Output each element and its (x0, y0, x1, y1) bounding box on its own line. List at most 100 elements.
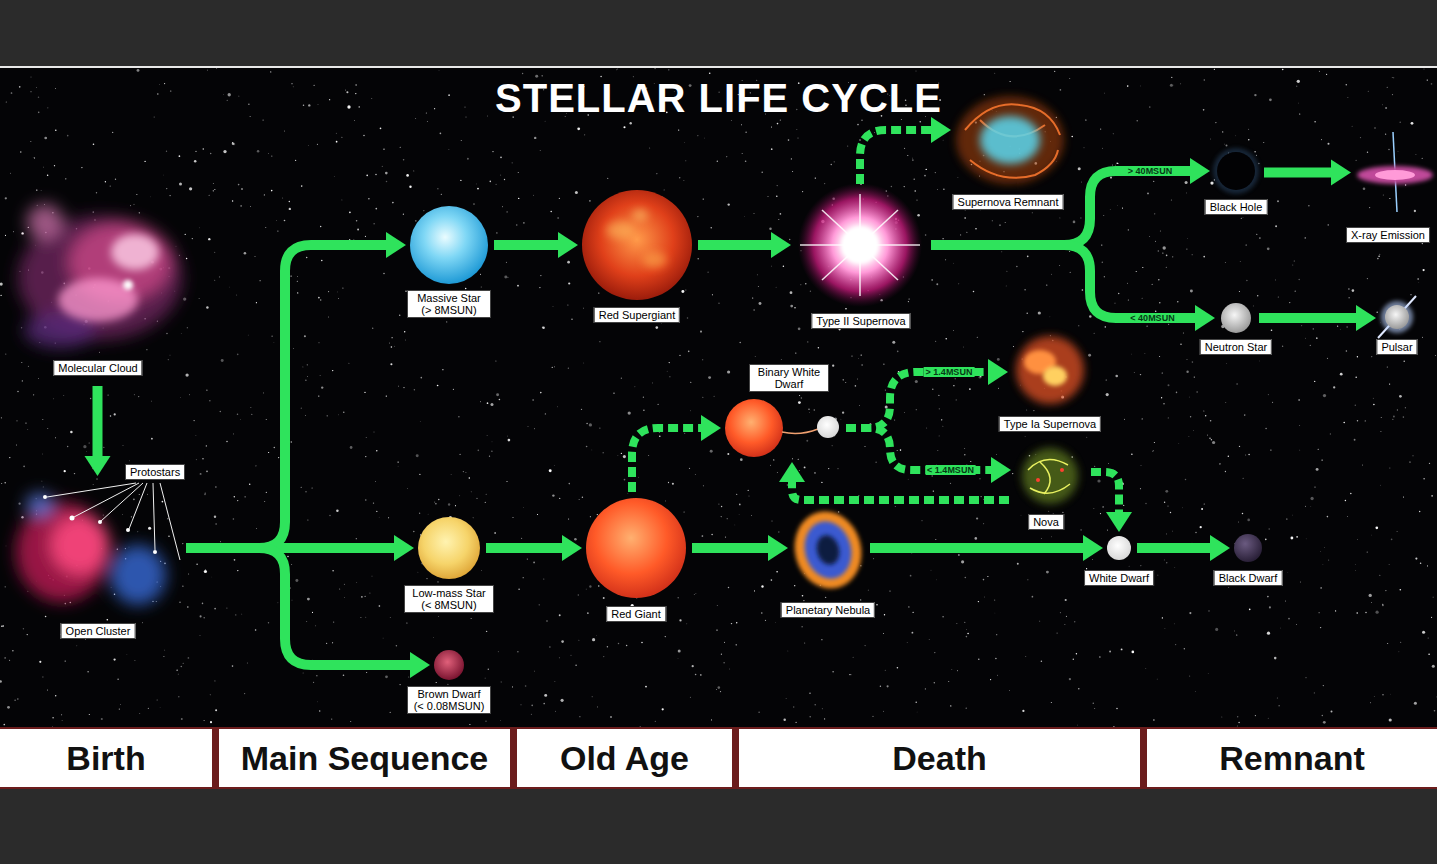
star-dot (152, 601, 153, 602)
star-dot (480, 286, 482, 288)
star-dot (1292, 514, 1294, 516)
star-dot (61, 719, 63, 721)
star-dot (718, 503, 719, 504)
star-dot (915, 70, 917, 72)
star-dot (375, 174, 376, 175)
star-dot (1186, 370, 1188, 372)
star-dot (312, 612, 313, 613)
star-dot (753, 212, 755, 214)
star-dot (771, 265, 773, 267)
star-dot (368, 198, 370, 200)
star-dot (969, 388, 971, 390)
star-dot (1140, 464, 1142, 466)
star-dot (741, 124, 742, 125)
star-dot (1239, 261, 1241, 263)
star-dot (1331, 710, 1333, 712)
star-dot (229, 286, 231, 288)
star-dot (552, 305, 554, 307)
star-dot (777, 123, 779, 125)
star-dot (417, 571, 419, 573)
star-dot (254, 256, 256, 258)
star-dot (797, 137, 798, 138)
star-dot (240, 418, 242, 420)
star-dot (1436, 696, 1437, 698)
star-dot (365, 596, 366, 597)
star-dot (1131, 651, 1134, 654)
star-dot (389, 617, 391, 619)
arrow-line (93, 386, 103, 457)
star-dot (244, 496, 245, 497)
star-dot (852, 656, 854, 658)
star-dot (463, 471, 464, 472)
star-dot (348, 363, 349, 364)
star-dot (740, 458, 743, 461)
star-dot (327, 415, 328, 416)
star-dot (276, 220, 278, 222)
star-dot (131, 516, 132, 517)
star-dot (1387, 366, 1388, 367)
star-dot (936, 283, 938, 285)
star-dot (105, 181, 106, 182)
star-dot (1388, 564, 1390, 566)
star-dot (487, 402, 489, 404)
star-dot (319, 710, 321, 712)
star-dot (679, 619, 681, 621)
star-dot (978, 658, 980, 660)
star-dot (956, 622, 958, 624)
star-dot (533, 561, 535, 563)
star-dot (1192, 361, 1194, 363)
star-dot (179, 602, 181, 604)
star-dot (355, 84, 356, 85)
star-dot (994, 600, 995, 601)
star-dot (952, 262, 954, 264)
star-dot (0, 283, 3, 286)
star-dot (603, 656, 604, 657)
star-dot (1070, 272, 1071, 273)
star-dot (491, 441, 493, 443)
star-dot (266, 492, 267, 493)
star-dot (1280, 627, 1282, 629)
star-dot (306, 257, 308, 259)
star-dot (990, 679, 991, 680)
star-dot (180, 332, 182, 334)
star-dot (1170, 512, 1171, 513)
star-dot (798, 327, 801, 330)
star-dot (1267, 247, 1270, 250)
star-dot (1343, 422, 1345, 424)
star-dot (539, 287, 540, 288)
star-dot (470, 618, 472, 620)
star-dot (1410, 294, 1411, 295)
star-dot (1391, 77, 1393, 79)
star-dot (1158, 279, 1160, 281)
star-dot (776, 196, 778, 198)
star-dot (523, 222, 525, 224)
star-dot (1249, 608, 1251, 610)
star-dot (182, 543, 183, 544)
star-dot (36, 189, 37, 190)
star-dot (1078, 325, 1079, 326)
star-dot (1373, 696, 1375, 698)
star-dot (446, 321, 447, 322)
star-dot (1106, 393, 1109, 396)
star-dot (516, 224, 517, 225)
star-dot (916, 711, 918, 713)
star-dot (213, 190, 214, 191)
star-dot (1225, 471, 1226, 472)
star-dot (1310, 505, 1312, 507)
star-dot (284, 131, 285, 132)
star-dot (9, 457, 10, 458)
star-dot (426, 112, 427, 113)
star-dot (591, 449, 593, 451)
star-dot (293, 348, 295, 350)
star-dot (375, 480, 377, 482)
star-dot (74, 473, 75, 474)
binary-picture (725, 399, 839, 457)
star-dot (219, 276, 220, 277)
star-dot (581, 409, 582, 410)
supernova-glow (798, 183, 922, 307)
star-dot (204, 720, 205, 721)
star-dot (753, 309, 754, 310)
star-dot (500, 156, 501, 157)
star-dot (34, 157, 35, 158)
star-dot (1221, 716, 1223, 718)
